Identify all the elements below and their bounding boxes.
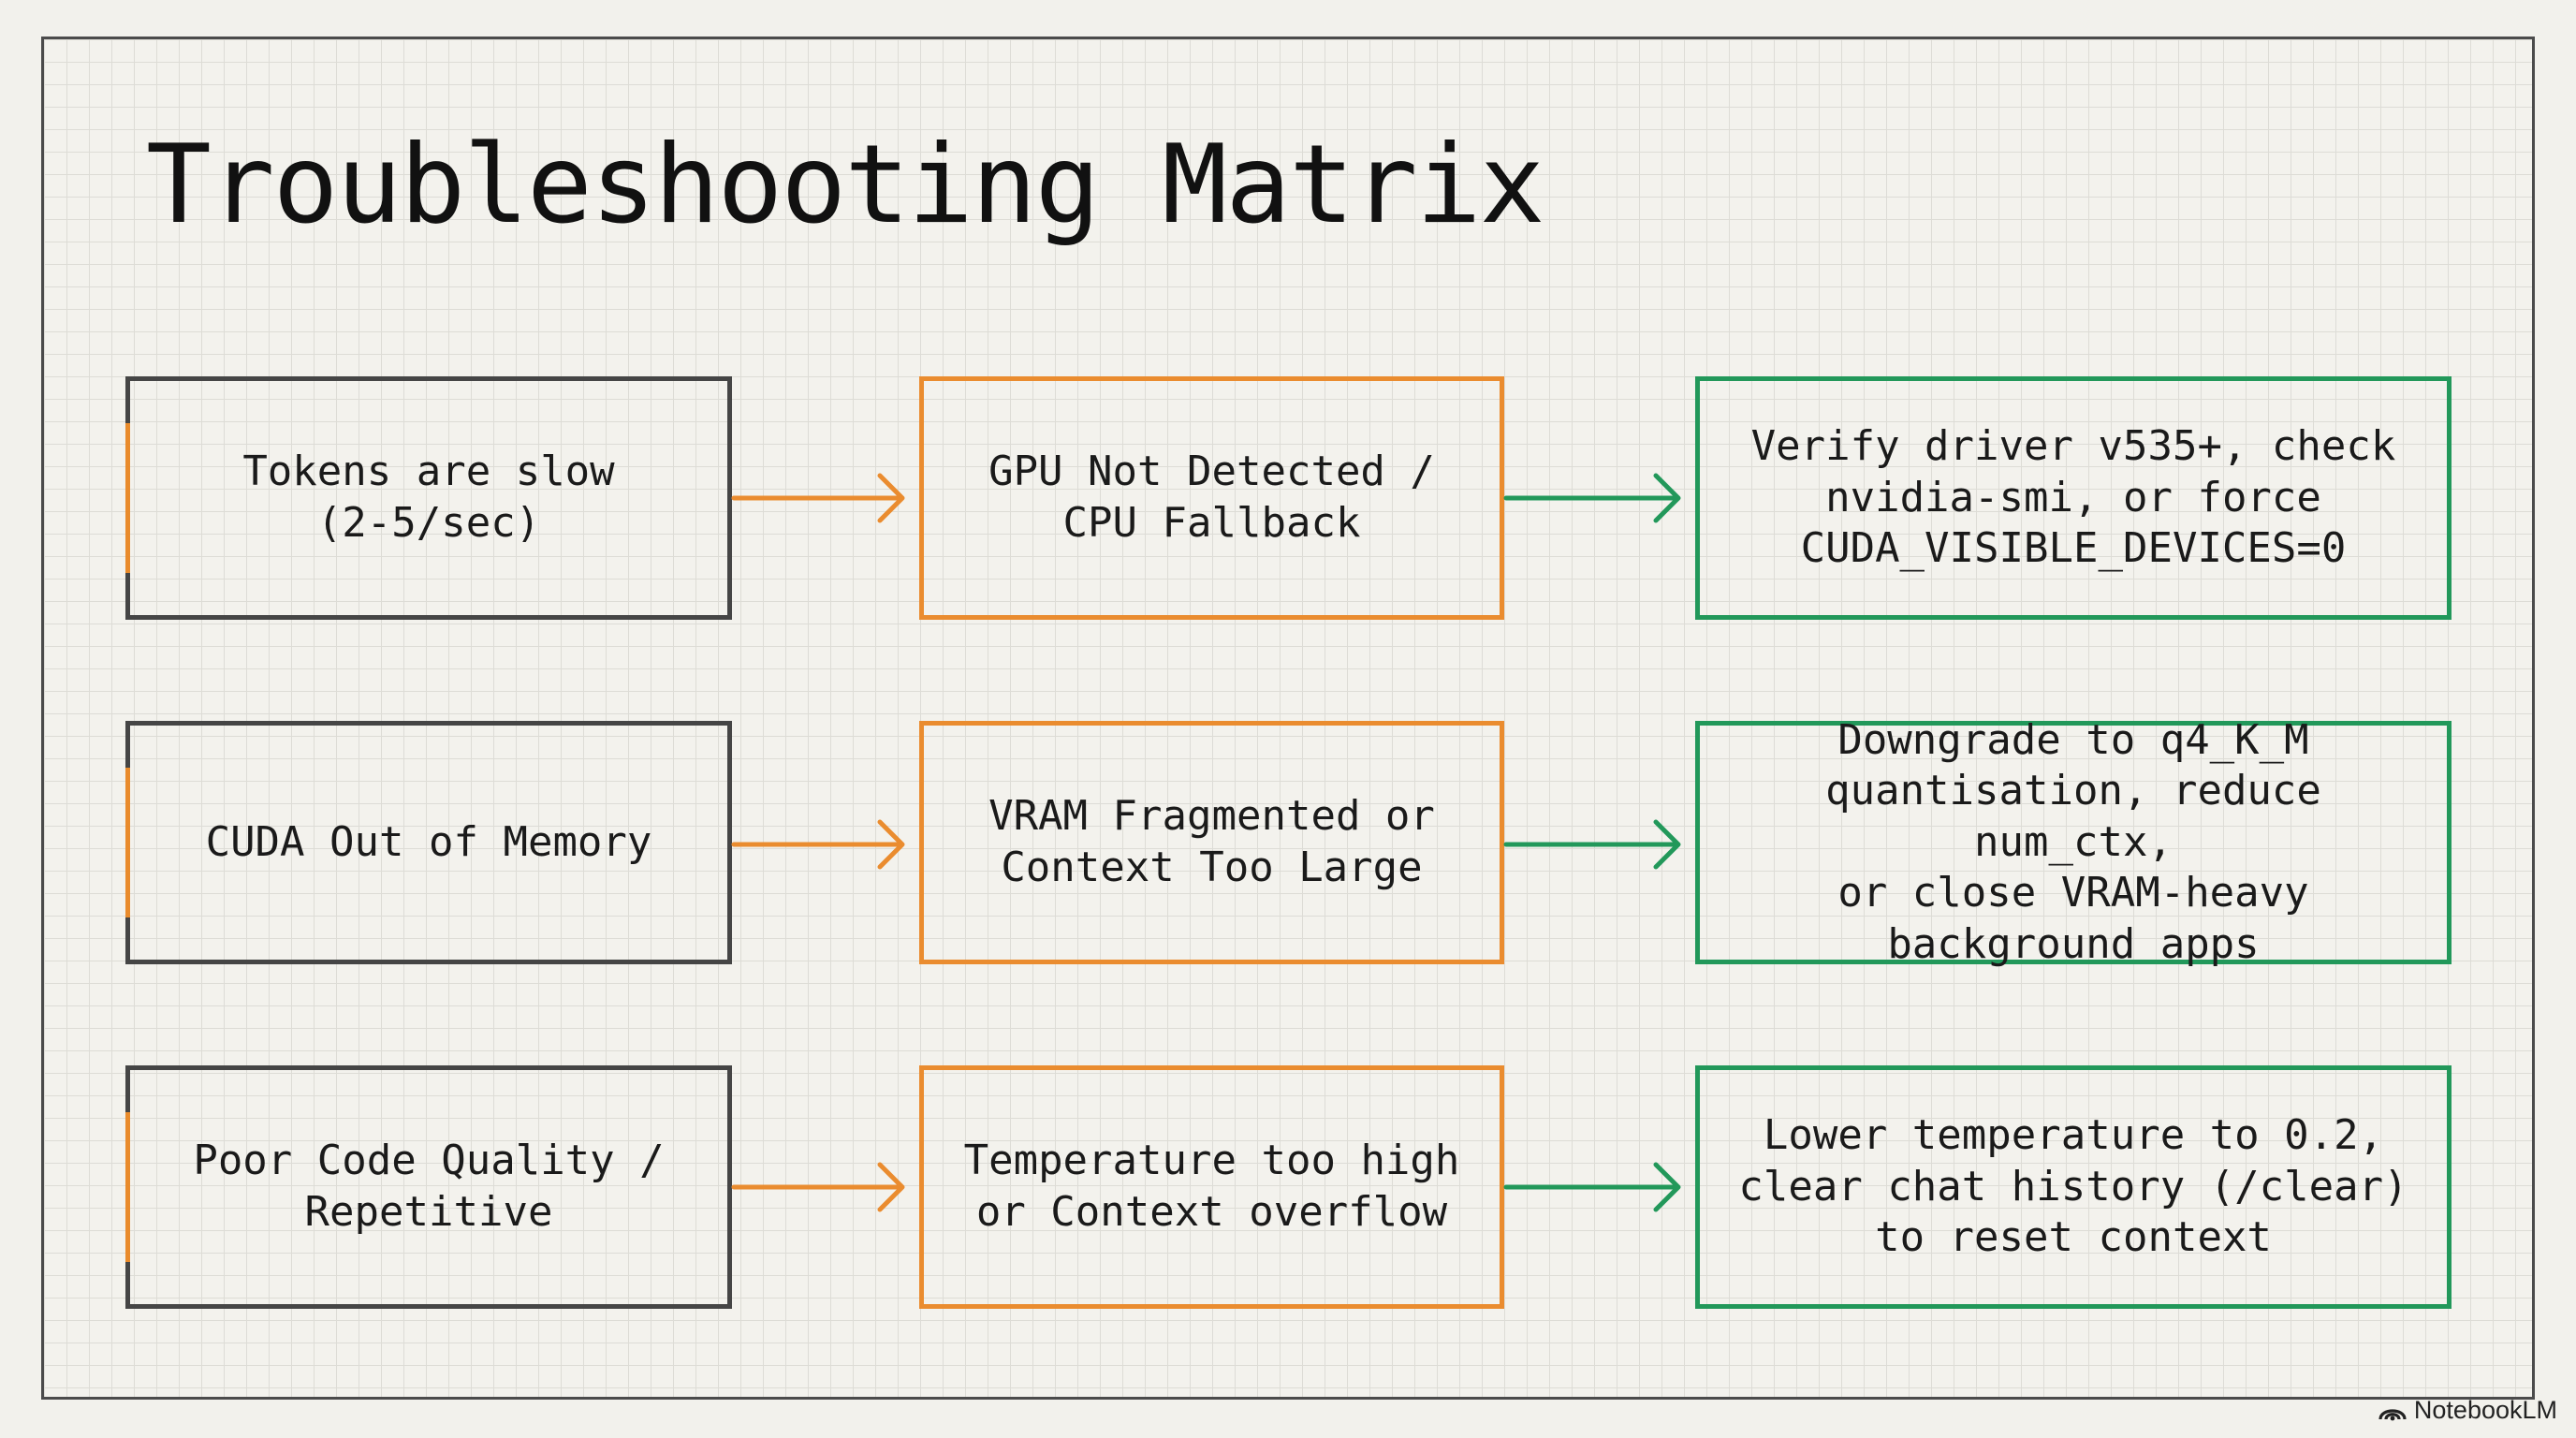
arrow-symptom-to-cause-3 — [731, 1162, 905, 1212]
arrow-symptom-to-cause-1 — [731, 473, 905, 523]
cause-box-1: GPU Not Detected / CPU Fallback — [919, 376, 1504, 620]
symptom-box-1: Tokens are slow (2-5/sec) — [125, 376, 732, 620]
cause-box-2: VRAM Fragmented or Context Too Large — [919, 721, 1504, 964]
fix-box-1: Verify driver v535+, check nvidia-smi, o… — [1695, 376, 2452, 620]
fix-box-3: Lower temperature to 0.2, clear chat his… — [1695, 1065, 2452, 1309]
fix-box-2: Downgrade to q4_K_M quantisation, reduce… — [1695, 716, 2452, 968]
arrow-cause-to-fix-2 — [1503, 819, 1681, 870]
arrow-cause-to-fix-1 — [1503, 473, 1681, 523]
page-title: Troubleshooting Matrix — [146, 122, 1544, 248]
notebooklm-logo-icon — [2378, 1408, 2407, 1420]
diagram-frame — [41, 37, 2535, 1400]
notebooklm-label: NotebookLM — [2413, 1396, 2557, 1424]
notebooklm-badge: NotebookLM — [2378, 1396, 2557, 1425]
symptom-box-2: CUDA Out of Memory — [125, 721, 732, 964]
arrow-symptom-to-cause-2 — [731, 819, 905, 870]
arrow-cause-to-fix-3 — [1503, 1162, 1681, 1212]
cause-box-3: Temperature too high or Context overflow — [919, 1065, 1504, 1309]
symptom-box-3: Poor Code Quality / Repetitive — [125, 1065, 732, 1309]
